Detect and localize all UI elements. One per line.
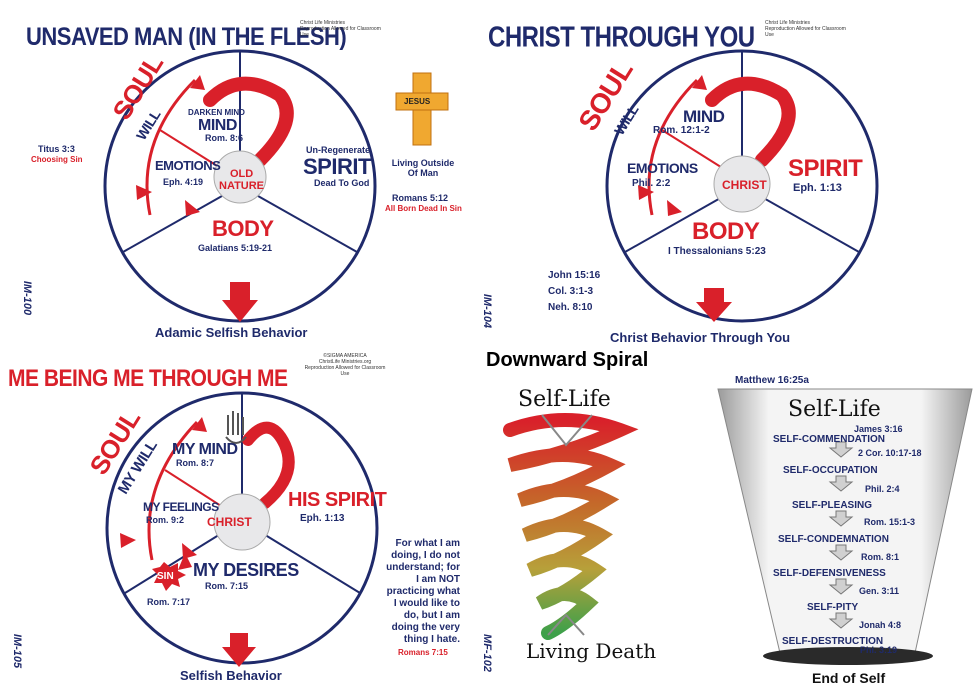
spiral-graphic [503,413,639,640]
step-ref: Jonah 4:8 [859,620,902,630]
copyright-note-sigma: ©SIGMA AMERICA ChristLife Ministries.org… [304,353,386,377]
panel1-center-nature: NATURE [219,180,265,192]
quote-line: understand; for [386,562,460,573]
step-ref: Rom. 15:1-3 [864,517,916,527]
panel3-center-christ: CHRIST [207,515,252,529]
panel1-title: UNSAVED MAN (IN THE FLESH) [26,22,347,51]
panel1-spirit-sub: Dead To God [314,178,370,188]
quote-line: For what I am [395,538,460,549]
step-ref: Gen. 3:11 [859,586,900,596]
panel2-circle-diagram [605,49,879,323]
panel3-feelings-ref: Rom. 9:2 [146,515,185,525]
panel4-title: Downward Spiral [486,349,649,371]
step-label: SELF-PLEASING [792,500,873,511]
panel1-emotions-ref: Eph. 4:19 [163,177,204,187]
matthew-ref: Matthew 16:25a [735,375,809,386]
panel1-romans-text: All Born Dead In Sin [385,204,462,213]
panel1-titus-text: Choosing Sin [31,155,83,164]
quote-line: I would like to [393,598,460,609]
panel1-mind-label: MIND [198,117,237,134]
panel2-mind-ref: Rom. 12:1-2 [653,125,710,136]
panel2-ref-2: Col. 3:1-3 [548,286,594,297]
panel1-mind-ref: Rom. 8:6 [205,133,244,143]
panel2-ref-3: Neh. 8:10 [548,302,593,313]
step-ref: 2 Cor. 10:17-18 [858,448,922,458]
panel1-spirit-label: SPIRIT [303,154,371,179]
panel3-spirit-label: HIS SPIRIT [288,489,387,511]
panel3-desires-ref: Rom. 7:15 [205,581,249,591]
step-label: SELF-OCCUPATION [783,465,878,476]
panel1-spirit-pre: Un-Regenerate [306,145,371,155]
panel1-living-outside: Living Outside Of Man [391,158,455,178]
step-ref: Rom. 8:1 [861,552,900,562]
panel2-title: CHRIST THROUGH YOU [488,21,755,54]
panel3-quote: For what I am doing, I do not understand… [380,538,460,646]
self-life-funnel [717,388,973,665]
panel2-behavior: Christ Behavior Through You [610,330,791,345]
quote-line: I am NOT [416,574,460,585]
panel3-feelings-label: MY FEELINGS [143,500,219,514]
quote-line: do, but I am [403,610,460,621]
panel3-code: IM-105 [11,633,24,669]
panel1-titus-ref: Titus 3:3 [38,144,75,154]
panel2-mind-label: MIND [683,107,725,126]
funnel-title: Self-Life [788,397,881,422]
panel3-circle-diagram [105,391,379,667]
panel2-spirit-ref: Eph. 1:13 [793,182,842,194]
spiral-bottom-label: Living Death [526,639,657,663]
panel1-body-ref: Galatians 5:19-21 [198,243,273,253]
panel2-center-christ: CHRIST [722,178,767,192]
panel2-emotions-ref: Phil. 2:2 [632,178,671,189]
panel3-desires-label: MY DESIRES [193,560,299,580]
panel-me-being-me: ME BEING ME THROUGH ME ©SIGMA AMERICA Ch… [0,345,470,693]
copyright-note: Christ Life Ministries Reproduction Allo… [765,20,846,38]
end-of-self: End of Self [812,670,886,686]
panel1-body-label: BODY [212,216,274,241]
step-label: SELF-CONDEMNATION [778,534,889,545]
panel2-body-ref: I Thessalonians 5:23 [668,246,766,257]
panel3-quote-ref: Romans 7:15 [398,648,448,657]
panel1-romans-ref: Romans 5:12 [392,193,449,203]
panel2-code: IM-104 [481,293,494,329]
step-ref-top: James 3:16 [854,424,903,434]
panel2-emotions-label: EMOTIONS [627,160,698,176]
step-label: SELF-DESTRUCTION [782,636,884,647]
panel3-sin-ref: Rom. 7:17 [147,597,191,607]
panel2-body-label: BODY [692,218,760,245]
panel1-circle-diagram [103,49,449,323]
panel-christ-through-you: CHRIST THROUGH YOU Christ Life Ministrie… [470,0,978,345]
panel3-spirit-ref: Eph. 1:13 [300,513,345,524]
step-label: SELF-DEFENSIVENESS [773,568,886,579]
panel-downward-spiral: Downward Spiral Self-Life Living Death M… [470,345,978,693]
quote-line: practicing what [386,586,460,597]
panel3-title: ME BEING ME THROUGH ME [8,365,288,392]
panel1-darken-mind: DARKEN MIND [188,108,245,117]
step-label: SELF-COMMENDATION [773,434,886,445]
panel1-behavior: Adamic Selfish Behavior [155,325,308,340]
panel1-emotions-label: EMOTIONS [155,158,221,173]
panel3-mind-ref: Rom. 8:7 [176,458,215,468]
copyright-note: Christ Life Ministries Reproduction Allo… [300,20,381,38]
sin-badge: SIN [157,571,174,582]
quote-line: doing the very [391,622,460,633]
step-ref: Phil. 2:4 [865,484,900,494]
quote-line: doing, I do not [391,550,460,561]
step-ref: Phi. 3:19 [860,645,898,655]
panel2-ref-1: John 15:16 [548,270,601,281]
panel-unsaved-man: UNSAVED MAN (IN THE FLESH) Christ Life M… [0,0,470,345]
quote-line: thing I hate. [403,634,460,645]
panel1-code: IM-100 [21,280,34,316]
panel3-mind-label: MY MIND [172,441,238,458]
spiral-top-label: Self-Life [518,387,611,412]
panel1-center-old: OLD [230,168,254,180]
step-label: SELF-PITY [807,602,859,613]
panel2-spirit-label: SPIRIT [788,155,863,182]
panel3-behavior: Selfish Behavior [180,668,282,683]
jesus-cross-label: JESUS [404,97,431,106]
